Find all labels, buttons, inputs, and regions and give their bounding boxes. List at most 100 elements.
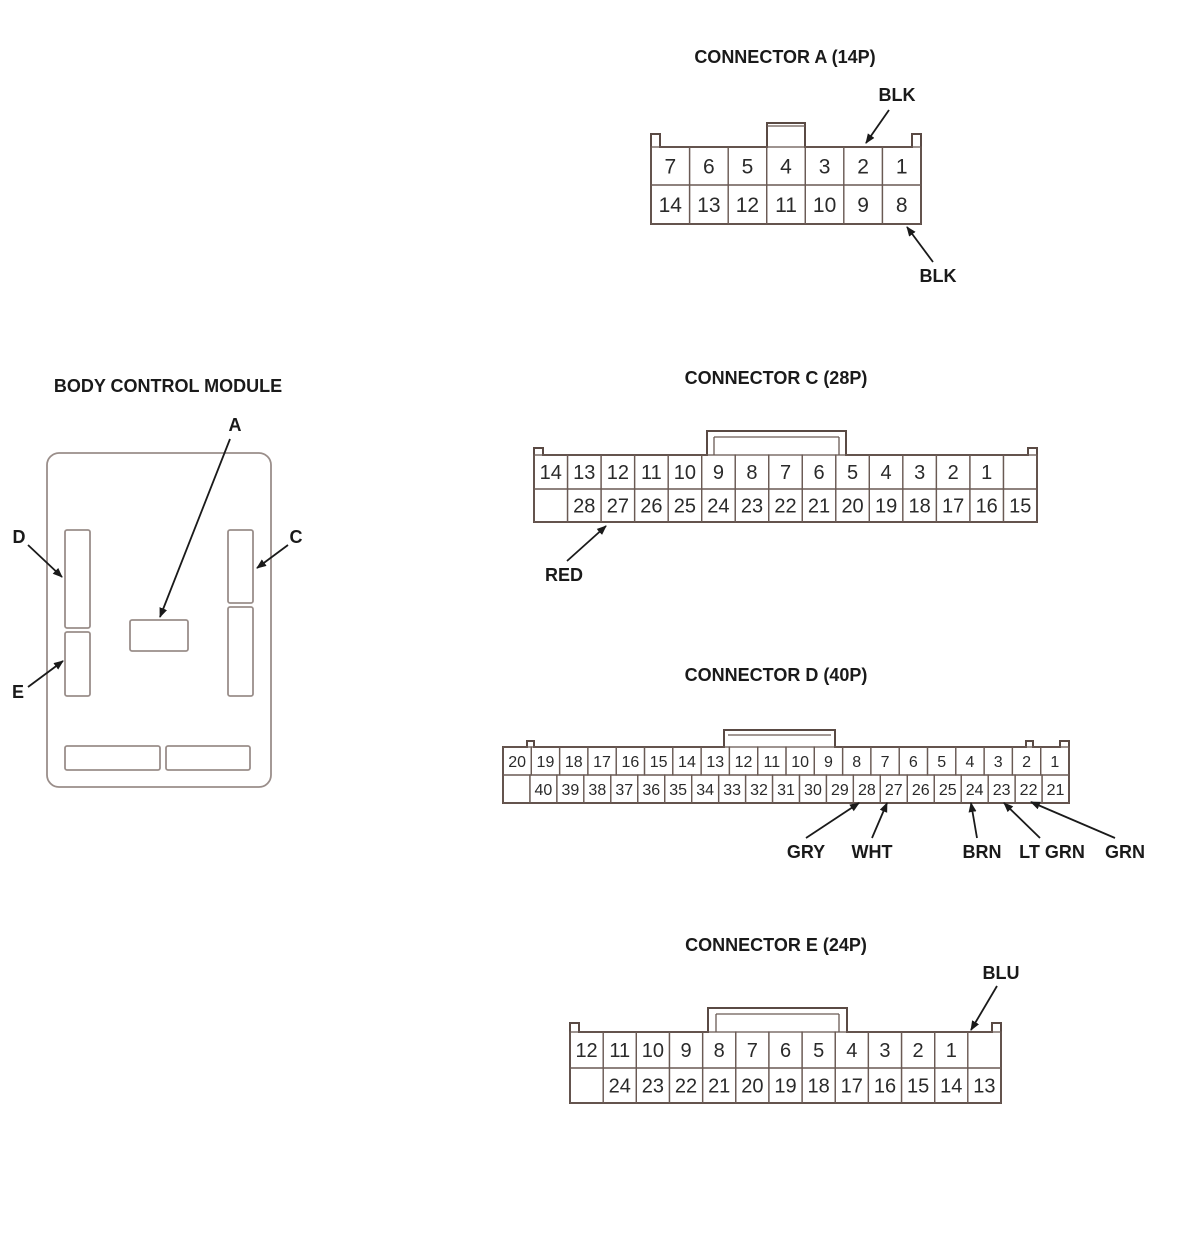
connector-a-pin-8: 8 bbox=[896, 194, 908, 217]
connector-d-arrow-pin-22 bbox=[1030, 801, 1116, 839]
connector-a-pin-1: 1 bbox=[896, 156, 908, 179]
connector-d-pin-13: 13 bbox=[706, 754, 724, 771]
connector-d-pin-29: 29 bbox=[831, 782, 849, 799]
connector-a-pin-cell bbox=[881, 184, 922, 225]
connector-c-housing bbox=[533, 430, 1038, 523]
connector-d-pin-7: 7 bbox=[881, 754, 890, 771]
connector-a-pin-11: 11 bbox=[775, 194, 797, 217]
connector-e-pin-8: 8 bbox=[714, 1040, 725, 1062]
connector-e-pin-16: 16 bbox=[874, 1076, 896, 1098]
connector-e-housing bbox=[569, 1007, 1002, 1104]
connector-d-arrow-pin-24 bbox=[968, 802, 978, 839]
module-socket-d bbox=[64, 529, 91, 629]
connector-d-arrow-pin-28 bbox=[805, 802, 860, 839]
body-control-module: BODY CONTROL MODULE A C D E bbox=[12, 376, 303, 788]
connector-c-pin-4: 4 bbox=[881, 462, 892, 484]
connector-e-pin-17: 17 bbox=[841, 1076, 863, 1098]
connector-d-pin-15: 15 bbox=[650, 754, 668, 771]
connector-d-pin-12: 12 bbox=[735, 754, 753, 771]
connector-a-pin-14: 14 bbox=[659, 194, 683, 217]
connector-c-pin-26: 26 bbox=[640, 496, 662, 518]
connector-d-pin-5: 5 bbox=[937, 754, 946, 771]
connector-d-pin-18: 18 bbox=[565, 754, 583, 771]
connector-d-pin-10: 10 bbox=[791, 754, 809, 771]
connector-e-pin-23: 23 bbox=[642, 1076, 664, 1098]
connector-c-pin-2: 2 bbox=[948, 462, 959, 484]
connector-e-pin-1: 1 bbox=[946, 1040, 957, 1062]
connector-c-pin-17: 17 bbox=[942, 496, 964, 518]
connector-d-pin-37: 37 bbox=[615, 782, 633, 799]
connector-e-pin-12: 12 bbox=[575, 1040, 597, 1062]
connector-c-pin-6: 6 bbox=[813, 462, 824, 484]
connector-a-housing bbox=[650, 122, 922, 225]
connector-c-pin-23: 23 bbox=[741, 496, 763, 518]
connector-a-pin-9: 9 bbox=[857, 194, 869, 217]
connector-d-pin-39: 39 bbox=[561, 782, 579, 799]
connector-e-pin-22: 22 bbox=[675, 1076, 697, 1098]
connector-c-pin-9: 9 bbox=[713, 462, 724, 484]
connector-d-pin-20: 20 bbox=[508, 754, 526, 771]
connector-c-pin-24: 24 bbox=[707, 496, 729, 518]
connector-d-pin-cell bbox=[1041, 774, 1070, 804]
connector-c-pin-22: 22 bbox=[774, 496, 796, 518]
connector-d-pin-26: 26 bbox=[912, 782, 930, 799]
connector-d-wire-lt-grn: LT GRN bbox=[1019, 842, 1085, 862]
connector-d-pin-9: 9 bbox=[824, 754, 833, 771]
connector-c-pin-1: 1 bbox=[981, 462, 992, 484]
connector-c-pin-27: 27 bbox=[607, 496, 629, 518]
module-housing bbox=[46, 452, 272, 788]
connector-e-pin-6: 6 bbox=[780, 1040, 791, 1062]
connector-a-pin-12: 12 bbox=[736, 194, 759, 217]
module-label-c: C bbox=[290, 527, 303, 547]
connector-d-pin-22: 22 bbox=[1020, 782, 1038, 799]
connector-d-arrow-pin-27 bbox=[871, 802, 888, 839]
module-socket-c-lower bbox=[227, 606, 254, 697]
connector-a-pin-10: 10 bbox=[813, 194, 836, 217]
connector-d-pin-2: 2 bbox=[1022, 754, 1031, 771]
connector-d-pin-16: 16 bbox=[621, 754, 639, 771]
connector-c-pin-20: 20 bbox=[841, 496, 863, 518]
connector-a-pin-6: 6 bbox=[703, 156, 715, 179]
connector-c-arrow-pin-27 bbox=[566, 525, 607, 562]
connector-d-pin-33: 33 bbox=[723, 782, 741, 799]
connector-d-wire-gry: GRY bbox=[787, 842, 825, 862]
connector-a-pin-5: 5 bbox=[742, 156, 754, 179]
connector-a-pin-4: 4 bbox=[780, 156, 792, 179]
module-socket-c-upper bbox=[227, 529, 254, 604]
connector-c-pin-14: 14 bbox=[540, 462, 562, 484]
connector-a-pin-3: 3 bbox=[819, 156, 831, 179]
connector-e-pin-7: 7 bbox=[747, 1040, 758, 1062]
connector-e-pin-2: 2 bbox=[913, 1040, 924, 1062]
connector-a-wire-blk-bottom: BLK bbox=[920, 266, 957, 286]
module-title: BODY CONTROL MODULE bbox=[54, 376, 282, 396]
connector-d-pin-31: 31 bbox=[777, 782, 795, 799]
connector-c-pin-3: 3 bbox=[914, 462, 925, 484]
connector-c-pin-10: 10 bbox=[674, 462, 696, 484]
connector-d-pin-38: 38 bbox=[588, 782, 606, 799]
connector-d-pin-21: 21 bbox=[1047, 782, 1065, 799]
module-socket-e bbox=[64, 631, 91, 697]
connector-d-pin-14: 14 bbox=[678, 754, 696, 771]
connector-e-pin-21: 21 bbox=[708, 1076, 730, 1098]
connector-e-pin-5: 5 bbox=[813, 1040, 824, 1062]
connector-d-pin-40: 40 bbox=[535, 782, 553, 799]
connector-a-title: CONNECTOR A (14P) bbox=[694, 47, 875, 67]
connector-e-pin-19: 19 bbox=[774, 1076, 796, 1098]
connector-e-pin-20: 20 bbox=[741, 1076, 763, 1098]
connector-e-pin-11: 11 bbox=[609, 1040, 630, 1062]
connector-d-pin-11: 11 bbox=[764, 754, 781, 771]
connector-c-pin-8: 8 bbox=[746, 462, 757, 484]
connector-c-pin-7: 7 bbox=[780, 462, 791, 484]
connector-d-pin-35: 35 bbox=[669, 782, 687, 799]
connector-d-pin-6: 6 bbox=[909, 754, 918, 771]
connector-c-pin-21: 21 bbox=[808, 496, 830, 518]
connector-d-pin-28: 28 bbox=[858, 782, 876, 799]
connector-e-pin-18: 18 bbox=[808, 1076, 830, 1098]
connector-d-pin-36: 36 bbox=[642, 782, 660, 799]
connector-a-arrow-pin-8 bbox=[906, 226, 934, 263]
module-socket-a bbox=[129, 619, 189, 652]
